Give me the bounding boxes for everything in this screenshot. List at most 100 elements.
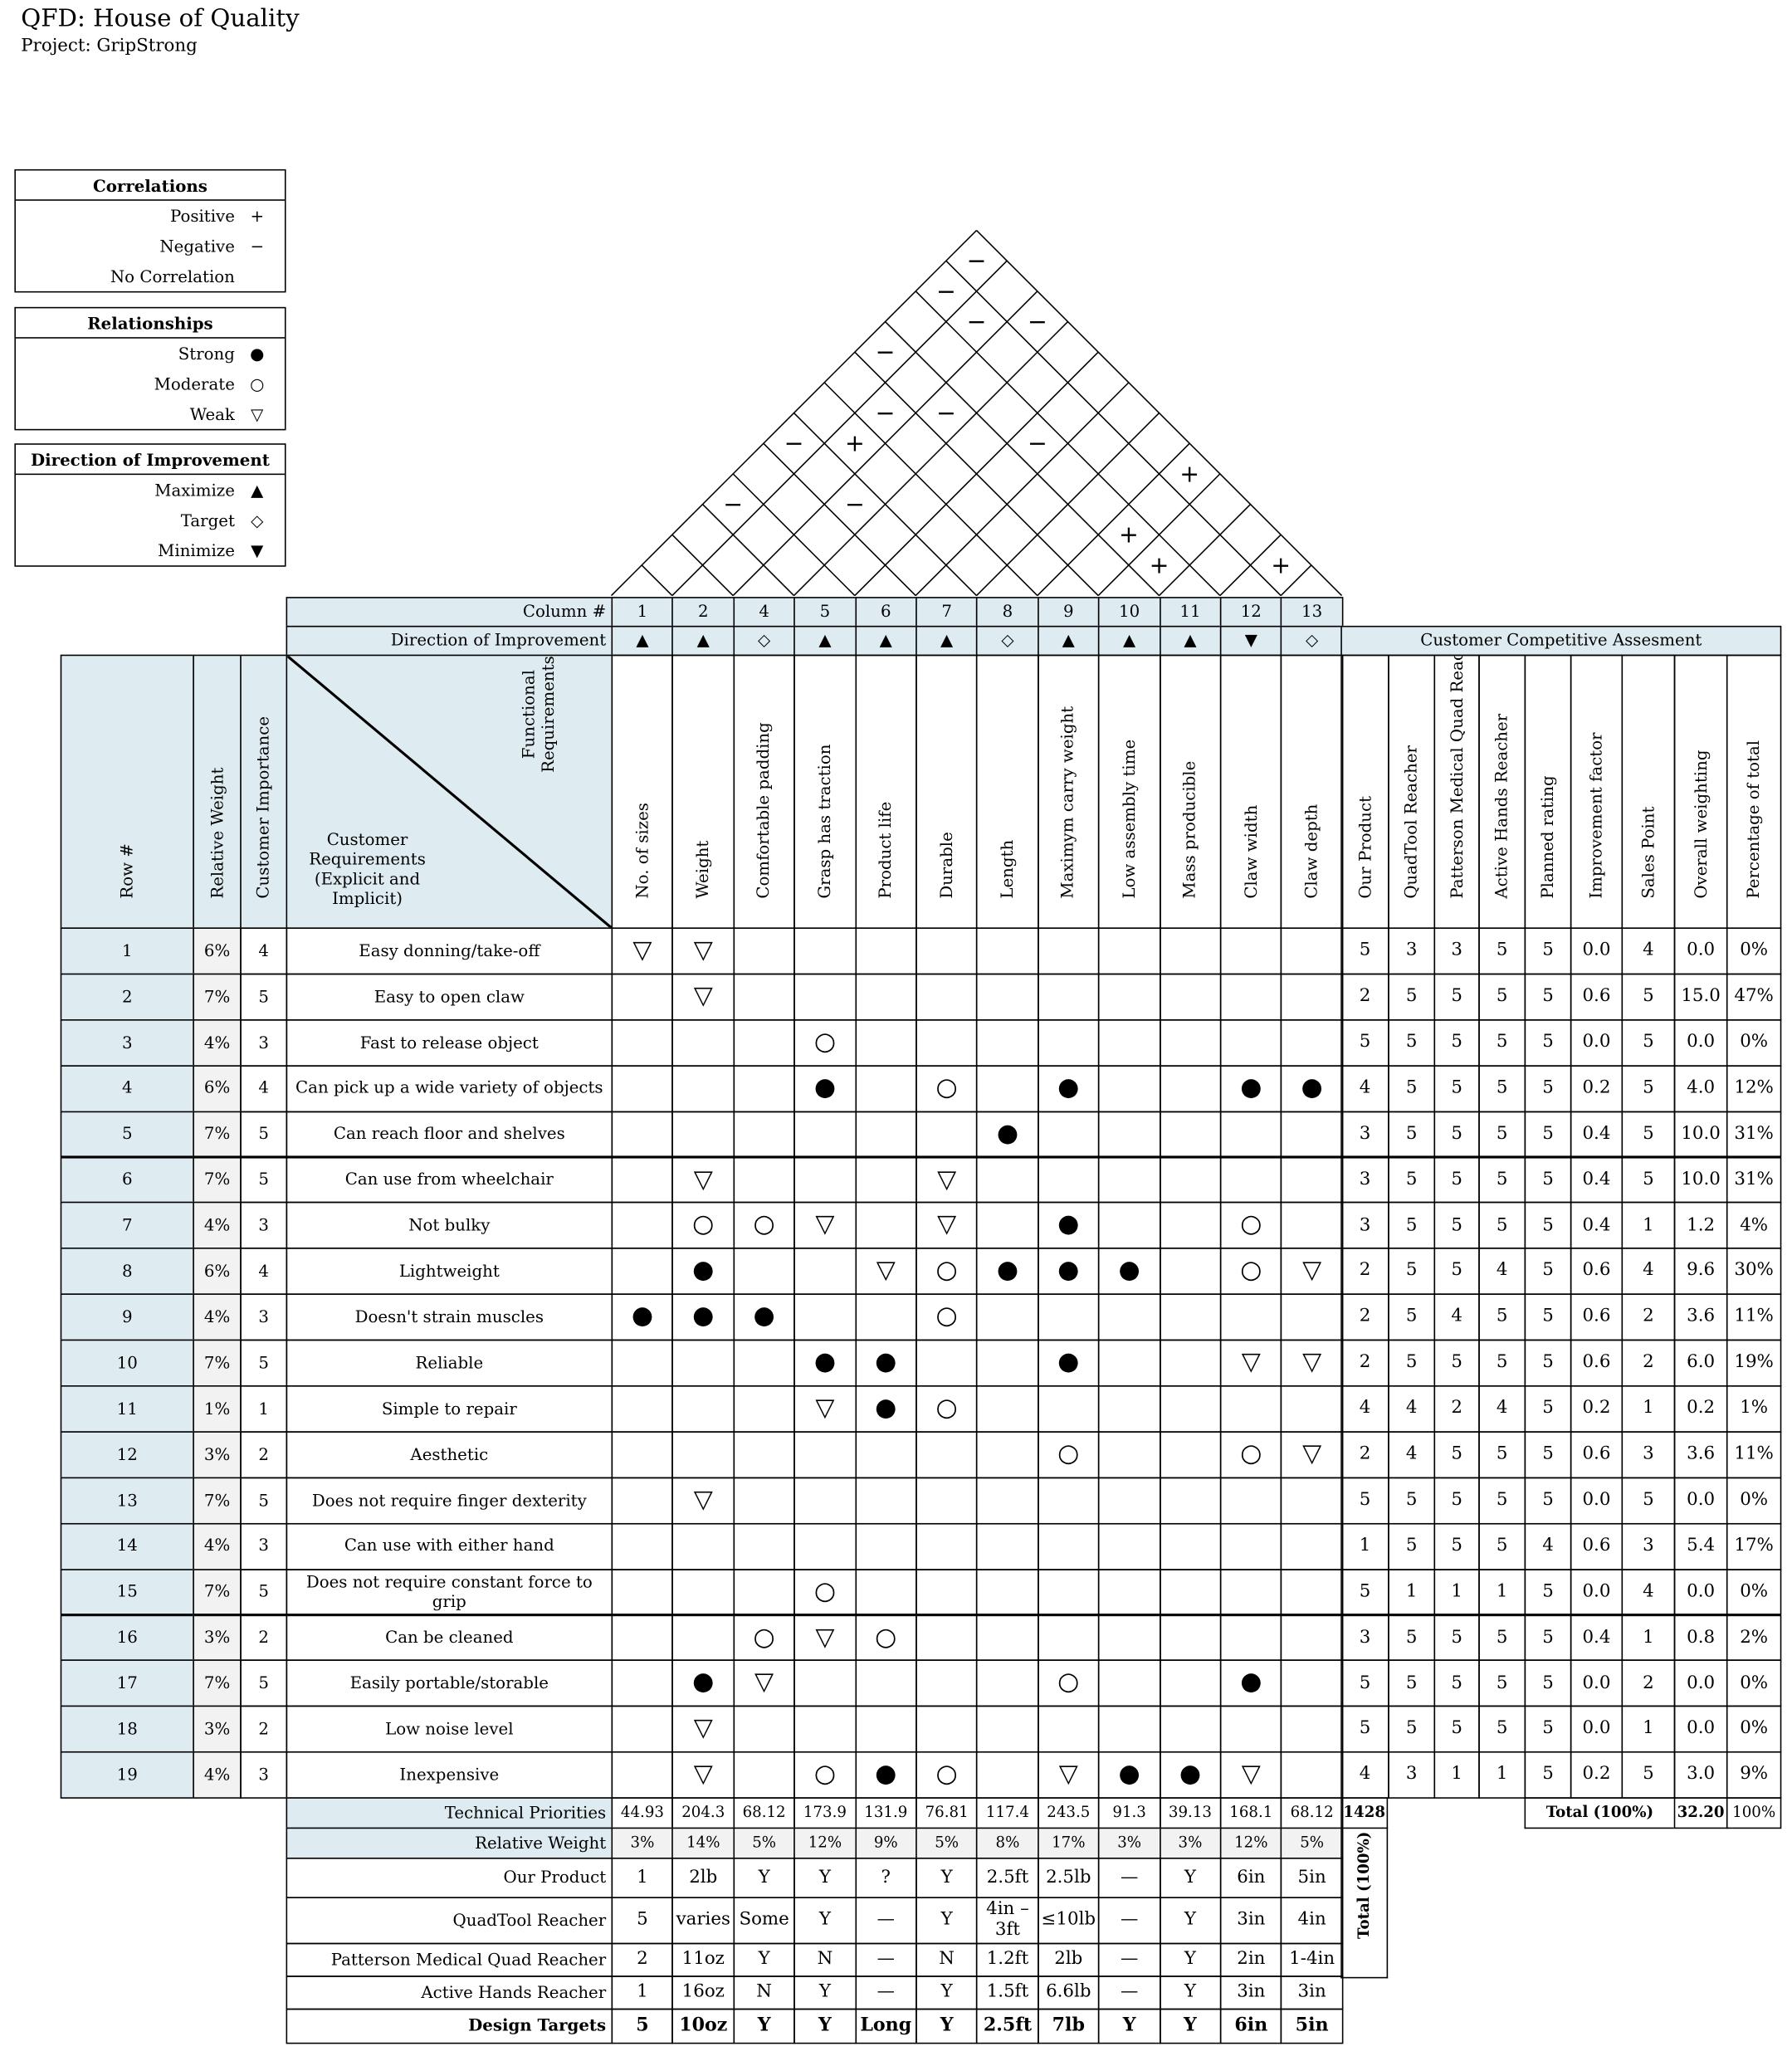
competitive-cell: 5 xyxy=(1340,927,1389,975)
relationship-cell xyxy=(854,1202,917,1250)
column-number: 2 xyxy=(671,597,735,628)
competitive-cell: 5 xyxy=(1388,1477,1436,1525)
relationship-cell xyxy=(1159,1522,1222,1570)
benchmark-label: Design Targets xyxy=(286,2008,613,2044)
relationship-cell xyxy=(976,1202,1039,1250)
relationship-cell: ○ xyxy=(916,1248,979,1296)
relationship-cell xyxy=(1159,1293,1222,1341)
technical-priority: 44.93 xyxy=(611,1797,674,1829)
competitive-header-label: Overall weighting xyxy=(1690,749,1710,899)
competitive-cell: 0% xyxy=(1726,1659,1782,1707)
competitive-cell: 4 xyxy=(1621,1248,1676,1296)
row-relative-weight: 3% xyxy=(193,1431,242,1478)
competitive-cell: 0.4 xyxy=(1570,1202,1624,1250)
benchmark-value: 2.5lb xyxy=(1037,1857,1100,1898)
roof-line xyxy=(1280,564,1312,597)
relationship-cell: ▽ xyxy=(1281,1248,1344,1296)
benchmark-value: — xyxy=(854,1942,917,1977)
competitive-cell: 6.0 xyxy=(1673,1339,1728,1387)
functional-requirement: Grasp has traction xyxy=(793,654,857,929)
roof-line xyxy=(671,534,734,597)
competitive-cell: 2% xyxy=(1726,1614,1782,1662)
relationship-cell xyxy=(1219,1477,1282,1525)
competitive-cell: 1 xyxy=(1433,1751,1480,1799)
competitive-cell: 0.4 xyxy=(1570,1614,1624,1662)
page-title: QFD: House of Quality xyxy=(21,5,300,33)
row-relative-weight: 7% xyxy=(193,973,242,1021)
row-relative-weight: 6% xyxy=(193,927,242,975)
competitive-cell: 1 xyxy=(1621,1706,1676,1753)
relationship-cell xyxy=(916,1522,979,1570)
customer-requirement: Aesthetic xyxy=(286,1431,613,1478)
competitive-cell: 5 xyxy=(1388,1659,1436,1707)
competitive-cell: 4 xyxy=(1433,1293,1480,1341)
benchmark-value: Y xyxy=(916,1897,979,1945)
benchmark-value: Y xyxy=(733,2008,796,2044)
competitive-cell: 5 xyxy=(1478,1614,1526,1662)
technical-priority: 91.3 xyxy=(1098,1797,1161,1829)
benchmark-value: Y xyxy=(1159,1975,1222,2010)
relationship-cell xyxy=(1037,1018,1100,1067)
legend-symbol-icon: ▲ xyxy=(251,480,264,501)
row-number: 9 xyxy=(60,1293,194,1341)
competitive-cell: 5 xyxy=(1388,1111,1436,1158)
legend-item: Strong● xyxy=(16,339,285,369)
relationship-cell xyxy=(1037,1614,1100,1662)
row-relative-weight: 4% xyxy=(193,1751,242,1799)
competitive-cell: 4 xyxy=(1340,1385,1389,1433)
competitive-header: Active Hands Reacher xyxy=(1478,654,1526,929)
relationship-cell xyxy=(1098,973,1161,1021)
relationship-cell: ▽ xyxy=(1219,1339,1282,1387)
customer-requirement: Does not require constant force to grip xyxy=(286,1568,613,1616)
relationship-cell xyxy=(976,1156,1039,1204)
legend-symbol-icon: ○ xyxy=(250,374,265,394)
functional-requirement-label: Length xyxy=(997,839,1017,899)
relationship-cell xyxy=(1037,1477,1100,1525)
competitive-cell: 5 xyxy=(1433,1339,1480,1387)
competitive-header-label: Percentage of total xyxy=(1743,740,1763,899)
column-relative-weight: 14% xyxy=(671,1827,735,1859)
functional-requirement-label: Grasp has traction xyxy=(813,743,834,899)
relationship-cell: ● xyxy=(1219,1659,1282,1707)
relationship-cell xyxy=(1037,1385,1100,1433)
relationship-cell: ● xyxy=(1037,1339,1100,1387)
relationship-cell xyxy=(793,1248,857,1296)
competitive-cell: 3 xyxy=(1340,1111,1389,1158)
competitive-cell: 5 xyxy=(1524,1064,1572,1112)
relationship-cell xyxy=(1219,1293,1282,1341)
benchmark-value: 1.2ft xyxy=(976,1942,1039,1977)
competitive-cell: 4 xyxy=(1621,927,1676,975)
roof-line xyxy=(915,382,1130,597)
benchmark-value: Y xyxy=(916,2008,979,2044)
relationship-cell: ● xyxy=(671,1293,735,1341)
relationship-cell xyxy=(976,1568,1039,1616)
competitive-cell: 0.0 xyxy=(1570,1477,1624,1525)
competitive-cell: 5 xyxy=(1478,1293,1526,1341)
competitive-cell: 4 xyxy=(1621,1568,1676,1616)
customer-requirement: Can pick up a wide variety of objects xyxy=(286,1064,613,1112)
competitive-cell: 4 xyxy=(1478,1248,1526,1296)
competitive-cell: 0.0 xyxy=(1673,1018,1728,1067)
relationship-cell xyxy=(1098,1385,1161,1433)
roof-correlation-mark: − xyxy=(876,399,896,427)
competitive-cell: 5 xyxy=(1388,1614,1436,1662)
benchmark-value: — xyxy=(854,1897,917,1945)
relationship-cell xyxy=(793,1293,857,1341)
functional-requirement: No. of sizes xyxy=(611,654,674,929)
legend-item: Negative− xyxy=(16,231,285,261)
competitive-cell: 5 xyxy=(1433,1614,1480,1662)
relationship-cell xyxy=(1098,1431,1161,1478)
competitive-cell: 3.6 xyxy=(1673,1293,1728,1341)
relationship-cell xyxy=(671,1064,735,1112)
benchmark-value: 3in xyxy=(1281,1975,1344,2010)
relationship-cell xyxy=(1281,1293,1344,1341)
benchmark-value: — xyxy=(1098,1942,1161,1977)
relationship-cell: ○ xyxy=(793,1568,857,1616)
competitive-cell: 5 xyxy=(1478,1156,1526,1204)
competitive-cell: 0.2 xyxy=(1570,1751,1624,1799)
relationship-cell xyxy=(1281,927,1344,975)
relationship-cell xyxy=(611,973,674,1021)
relationship-cell xyxy=(1219,927,1282,975)
benchmark-value: N xyxy=(733,1975,796,2010)
competitive-cell: 5 xyxy=(1621,1477,1676,1525)
